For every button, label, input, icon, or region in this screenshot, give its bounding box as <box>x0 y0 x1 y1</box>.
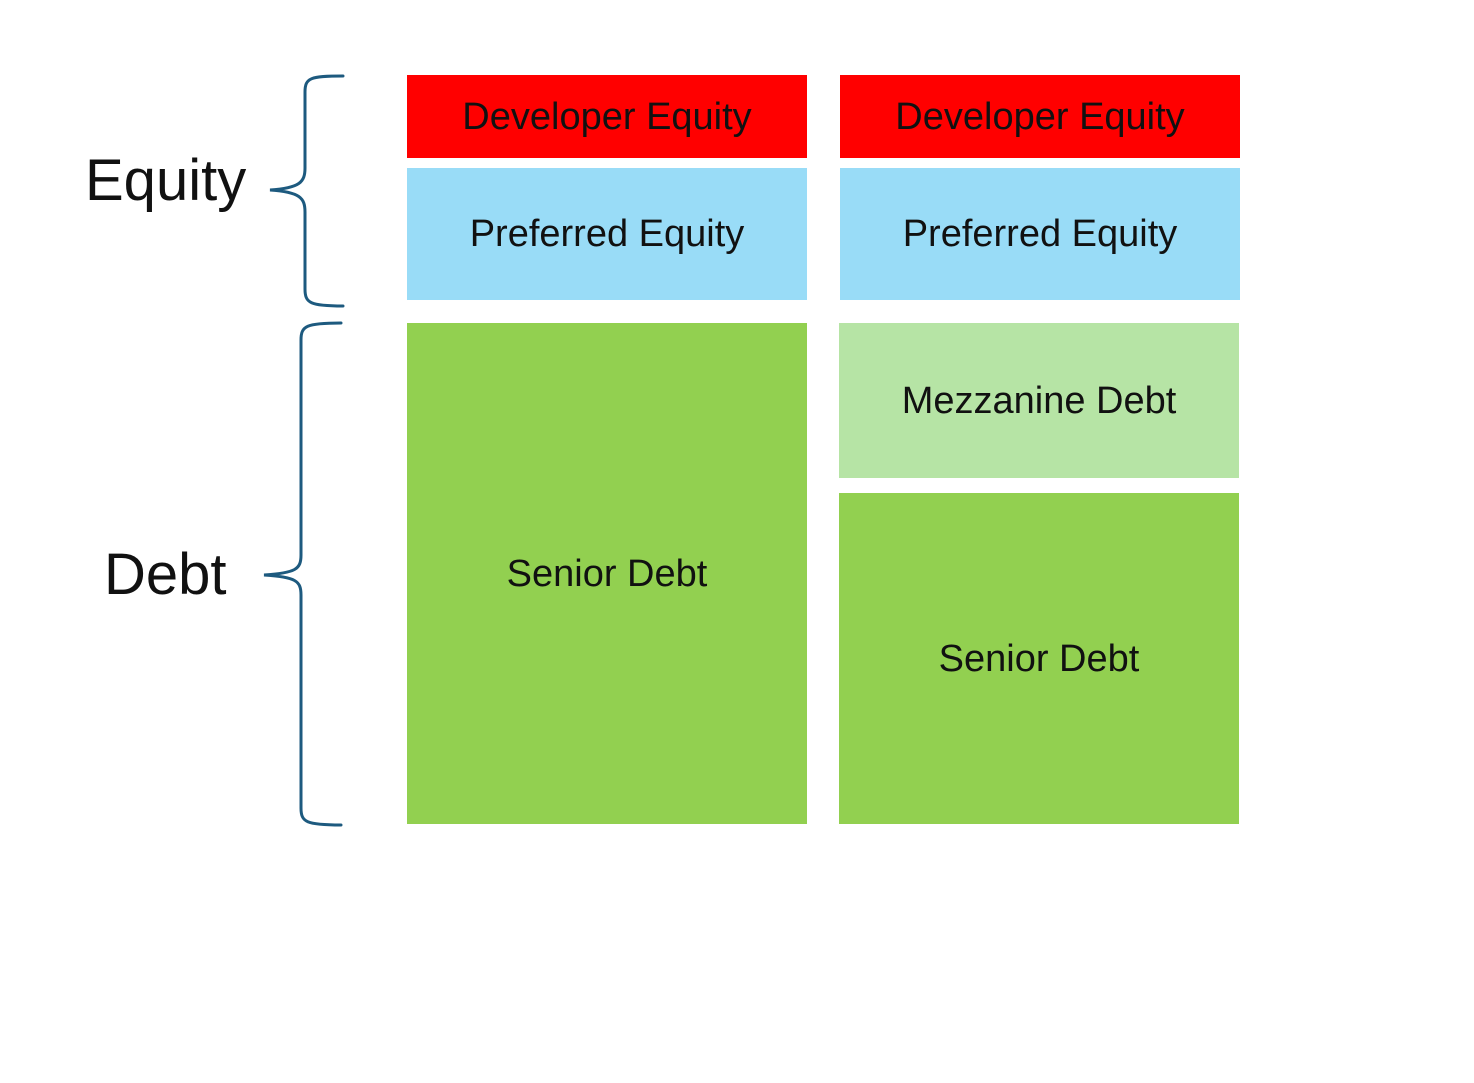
right-preferred-equity-block: Preferred Equity <box>840 168 1240 300</box>
right-senior-debt-block: Senior Debt <box>839 493 1239 824</box>
right-developer-equity-block: Developer Equity <box>840 75 1240 158</box>
right-preferred-equity-label: Preferred Equity <box>902 213 1178 255</box>
left-senior-debt-block: Senior Debt <box>407 323 807 824</box>
debt-label: Debt <box>104 542 227 607</box>
right-mezzanine-debt-label: Mezzanine Debt <box>901 379 1177 422</box>
left-preferred-equity-block: Preferred Equity <box>407 168 807 300</box>
left-developer-equity-block: Developer Equity <box>407 75 807 158</box>
equity-brace <box>269 74 345 308</box>
right-developer-equity-label: Developer Equity <box>895 95 1185 138</box>
debt-brace <box>263 321 343 827</box>
equity-label: Equity <box>85 148 247 213</box>
left-preferred-equity-label: Preferred Equity <box>469 213 745 255</box>
left-developer-equity-label: Developer Equity <box>462 95 752 138</box>
right-senior-debt-label: Senior Debt <box>938 637 1140 680</box>
right-mezzanine-debt-block: Mezzanine Debt <box>839 323 1239 478</box>
left-senior-debt-label: Senior Debt <box>506 552 708 595</box>
